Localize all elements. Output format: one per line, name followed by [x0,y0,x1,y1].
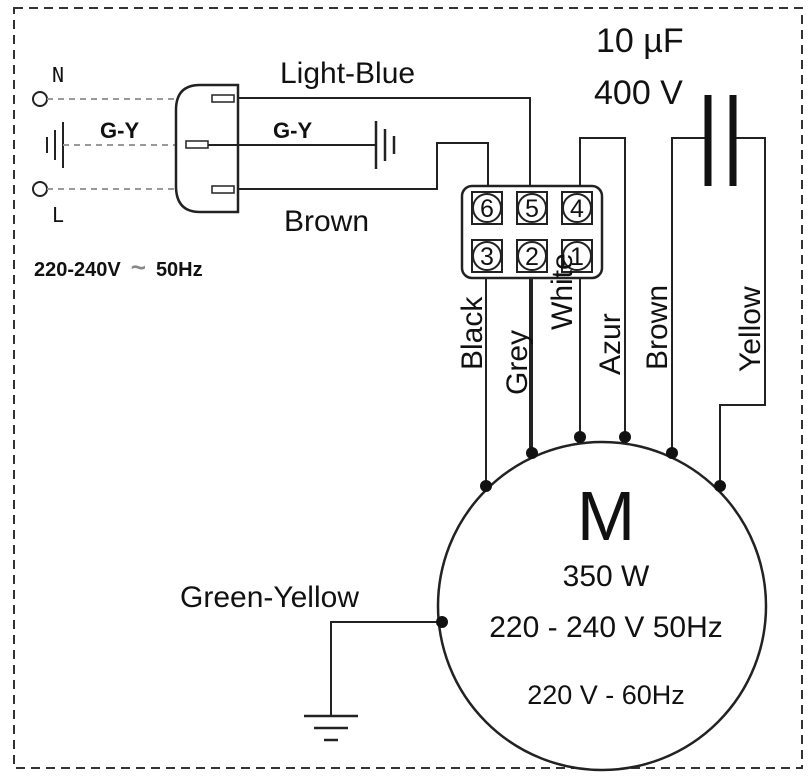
live-label: L [52,203,64,227]
yellow-label: Yellow [734,286,767,372]
wire-brown-motor [671,137,708,453]
supply-rating: 220-240V~50Hz [34,252,203,282]
connection-dots [436,431,726,628]
earth-label-left: G-Y [100,118,139,143]
supply-section: N L G-Y G-Y 220-240V~50Hz [32,63,396,282]
earth-symbol-right [374,121,396,169]
brown-supply-label: Brown [284,205,369,238]
capacitance-label: 10 µF [596,22,684,60]
motor-rating-60hz: 220 V - 60Hz [527,680,685,710]
terminal-1: 1 [570,243,584,271]
wire-green-yellow [330,621,442,716]
capacitor: 10 µF 400 V [594,22,737,186]
neutral-terminal [32,91,48,107]
terminal-4: 4 [570,195,584,223]
neutral-label: N [52,63,64,87]
capacitor-voltage-label: 400 V [594,74,683,112]
diagram-border [13,7,803,769]
motor-rating-50hz: 220 - 240 V 50Hz [489,611,722,644]
terminal-block: 6 5 4 3 2 1 [460,184,604,280]
live-terminal [32,181,48,197]
terminal-5: 5 [525,195,539,223]
motor-power: 350 W [563,560,650,593]
azur-label: Azur [594,313,627,375]
earth-label-right: G-Y [273,118,312,143]
earth-symbol-left [46,122,64,168]
terminal-3: 3 [480,243,494,271]
brown-motor-label: Brown [641,285,674,370]
green-yellow-label: Green-Yellow [180,581,359,614]
grey-label: Grey [501,330,534,395]
terminal-2: 2 [525,243,539,271]
black-label: Black [456,296,489,370]
white-label: White [546,253,579,330]
ground-symbol [304,714,358,742]
light-blue-label: Light-Blue [280,57,415,90]
terminal-6: 6 [480,195,494,223]
wire-azure [579,137,626,437]
wire-brown [238,142,489,200]
motor: M 350 W 220 - 240 V 50Hz 220 V - 60Hz [436,440,768,772]
wire-yellow [719,137,766,486]
motor-symbol: M [577,477,635,555]
